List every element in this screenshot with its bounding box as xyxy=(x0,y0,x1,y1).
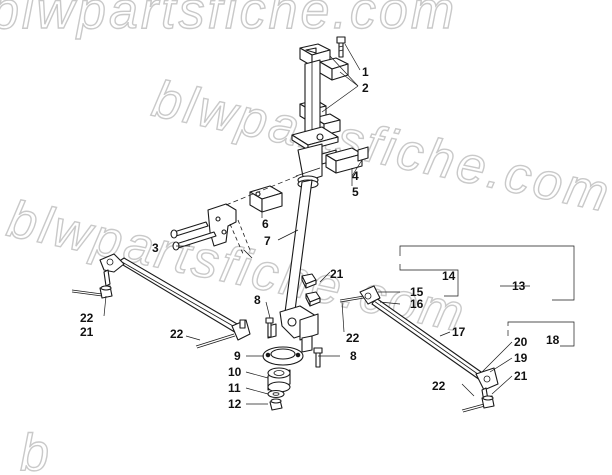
callout-20: 20 xyxy=(514,335,528,349)
callout-13: 13 xyxy=(512,279,526,293)
left-tie-rod xyxy=(99,253,251,341)
left-clamp-part-6 xyxy=(249,185,283,213)
steering-post-upper xyxy=(291,59,339,183)
cotter-pin-part-22-center xyxy=(195,333,236,349)
watermark-text-upper: blwpartsfiche.com xyxy=(148,70,612,224)
callout-3: 3 xyxy=(152,241,159,255)
nut-part-12 xyxy=(269,398,283,411)
callout-22-left: 22 xyxy=(80,311,94,325)
callout-14: 14 xyxy=(442,269,456,283)
callout-9: 9 xyxy=(234,349,241,363)
callout-15: 15 xyxy=(410,285,424,299)
callout-22-right: 22 xyxy=(346,331,360,345)
cotter-pin-part-22-right-lower xyxy=(461,403,486,413)
right-tie-rod xyxy=(359,285,499,409)
callout-18: 18 xyxy=(546,333,560,347)
watermark-text-top: blwpartsfiche.com xyxy=(0,0,457,40)
callout-8-upper: 8 xyxy=(254,293,261,307)
callout-11: 11 xyxy=(228,381,241,395)
callout-6: 6 xyxy=(262,217,269,231)
bolt-part-1 xyxy=(336,36,346,58)
callout-22-lower: 22 xyxy=(432,379,446,393)
bolt-part-8-lower xyxy=(313,347,323,368)
callout-16: 16 xyxy=(410,297,424,311)
callout-labels: 1 2 3 4 5 6 7 8 8 9 10 11 12 13 14 15 16… xyxy=(80,65,560,411)
bolts-part-3 xyxy=(170,221,217,251)
cotter-pin-part-22-left xyxy=(71,289,103,297)
watermark-text-bottom: b xyxy=(20,424,52,475)
callout-12: 12 xyxy=(228,397,242,411)
callout-21-center: 21 xyxy=(330,267,344,281)
callout-19: 19 xyxy=(514,351,528,365)
callout-7: 7 xyxy=(264,234,271,248)
callout-21-left: 21 xyxy=(80,325,94,339)
lower-bearing-part-10 xyxy=(267,367,291,393)
bolt-part-8-upper xyxy=(265,317,274,338)
callout-1: 1 xyxy=(362,65,369,79)
bushing-part-9 xyxy=(262,346,304,366)
center-nuts-part-21 xyxy=(301,273,321,307)
pitman-arm xyxy=(267,305,319,353)
bearing-clamp-part-4-5 xyxy=(325,146,369,174)
callout-10: 10 xyxy=(228,365,242,379)
callout-17: 17 xyxy=(452,325,466,339)
callout-21-right: 21 xyxy=(514,369,528,383)
callout-2: 2 xyxy=(362,81,369,95)
callout-22-center: 22 xyxy=(170,327,184,341)
callout-5: 5 xyxy=(352,185,359,199)
washer-part-11 xyxy=(267,389,285,399)
cotter-pin-part-22-right-upper xyxy=(339,295,365,303)
leader-lines xyxy=(103,43,575,405)
callout-4: 4 xyxy=(352,169,359,183)
callout-8-lower: 8 xyxy=(350,349,357,363)
